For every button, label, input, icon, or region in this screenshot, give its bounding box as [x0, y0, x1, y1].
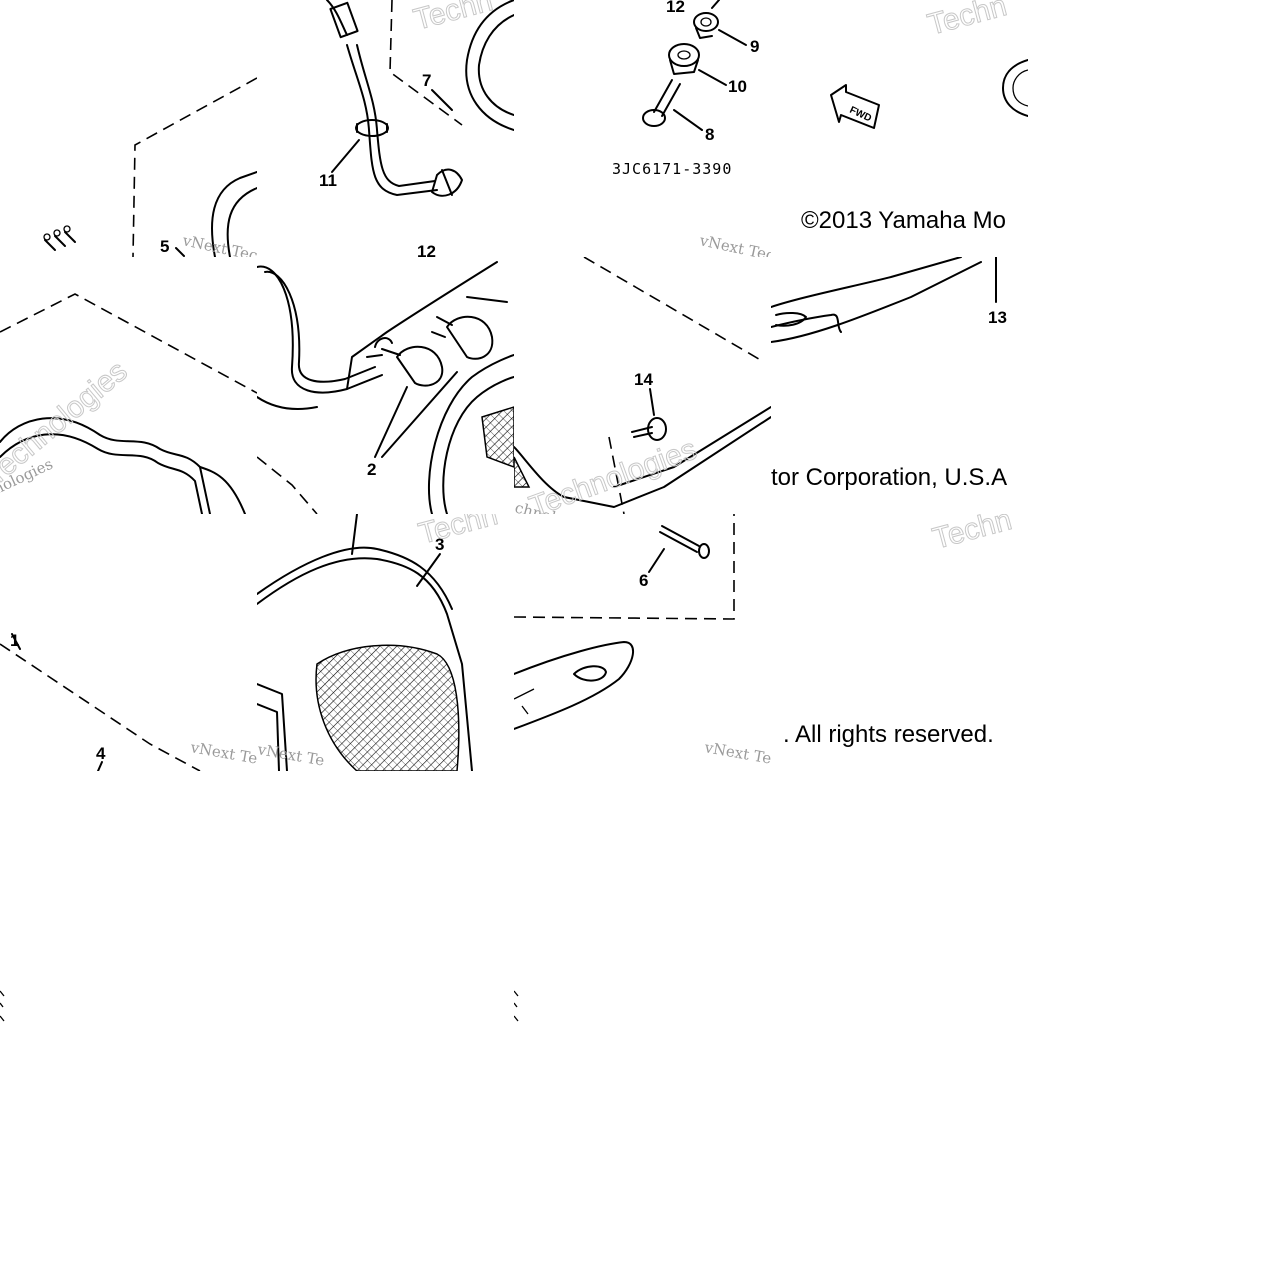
watermark-text: vNext Te	[702, 738, 771, 768]
callout-4: 4	[96, 744, 106, 763]
callout-10: 10	[728, 77, 747, 96]
tile-r1c5	[1028, 0, 1285, 257]
callout-5: 5	[160, 237, 169, 256]
tile-r4c1	[0, 771, 257, 1028]
callout-14: 14	[634, 370, 653, 389]
tile-r5c1	[0, 1028, 257, 1285]
tile-r5c5	[1028, 1028, 1285, 1285]
tile-r2c3: 14 chnologies Technologies	[514, 257, 771, 514]
tile-r3c5	[1028, 514, 1285, 771]
svg-text:FWD: FWD	[848, 105, 873, 125]
tile-r1c1: 5 vNext Tec	[0, 0, 257, 257]
tile-r3c4: . All rights reserved. Techn	[771, 514, 1028, 771]
bulb-icon	[381, 345, 444, 387]
screw-icon	[631, 417, 667, 441]
tile-r4c5	[1028, 771, 1285, 1028]
watermark-text: Techn	[929, 514, 1015, 556]
copyright-line-2: tor Corporation, U.S.A	[771, 464, 1007, 491]
watermark-text: vNext Te	[257, 740, 326, 770]
watermark-text: Techn	[415, 514, 501, 551]
watermark-text: vNext Tec	[697, 231, 771, 257]
copyright-line-1: ©2013 Yamaha Mo	[801, 207, 1006, 234]
bulb-icon	[431, 315, 494, 360]
callout-11: 11	[319, 171, 337, 190]
collar-icon	[668, 43, 700, 75]
callout-13: 13	[988, 308, 1007, 327]
watermark-text: Techn	[924, 0, 1010, 42]
callout-9: 9	[750, 37, 759, 56]
tile-r1c4: FWD ©2013 Yamaha Mo Techn	[771, 0, 1028, 257]
watermark-text: Techn	[410, 0, 496, 37]
callout-6: 6	[639, 571, 648, 590]
tile-r2c4: 13 tor Corporation, U.S.A	[771, 257, 1028, 514]
watermark-text: vNext Tec	[180, 231, 257, 257]
bulb-connector-icon	[43, 225, 76, 251]
bolt-icon	[642, 79, 681, 127]
tile-r3c3: 6 vNext Te	[514, 514, 771, 771]
tile-r4c3	[514, 771, 771, 1028]
watermark-text: Technologies	[525, 433, 701, 514]
tile-r1c3: 12 9 10 8 3JC6171-3390	[514, 0, 771, 257]
grommet-icon	[693, 12, 719, 39]
callout-8: 8	[705, 125, 714, 144]
copyright-line-3: . All rights reserved.	[783, 721, 994, 748]
callout-7: 7	[422, 71, 431, 90]
fwd-arrow-icon: FWD	[830, 84, 880, 129]
tile-r5c4	[771, 1028, 1028, 1285]
watermark-text: Technologies	[0, 355, 134, 493]
tile-r4c2	[257, 771, 514, 1028]
part-number-label: 3JC6171-3390	[612, 160, 732, 178]
tile-r5c2	[257, 1028, 514, 1285]
tile-r2c5	[1028, 257, 1285, 514]
tile-r4c4	[771, 771, 1028, 1028]
tile-r3c1: 1 4 vNext Te	[0, 514, 257, 771]
tile-r1c2: 11 12 7 Techn	[257, 0, 514, 257]
callout-12-lower: 12	[417, 242, 436, 257]
tile-r2c1: chnologies Technologies	[0, 257, 257, 514]
callout-2: 2	[367, 460, 376, 479]
tile-r3c2: 3 vNext Te Techn	[257, 514, 514, 771]
screw-icon	[659, 525, 710, 559]
callout-12: 12	[666, 0, 685, 16]
tile-r2c2: 2	[257, 257, 514, 514]
tile-r5c3	[514, 1028, 771, 1285]
watermark-text: vNext Te	[188, 738, 257, 768]
callout-1: 1	[10, 631, 19, 650]
callout-3: 3	[435, 535, 444, 554]
